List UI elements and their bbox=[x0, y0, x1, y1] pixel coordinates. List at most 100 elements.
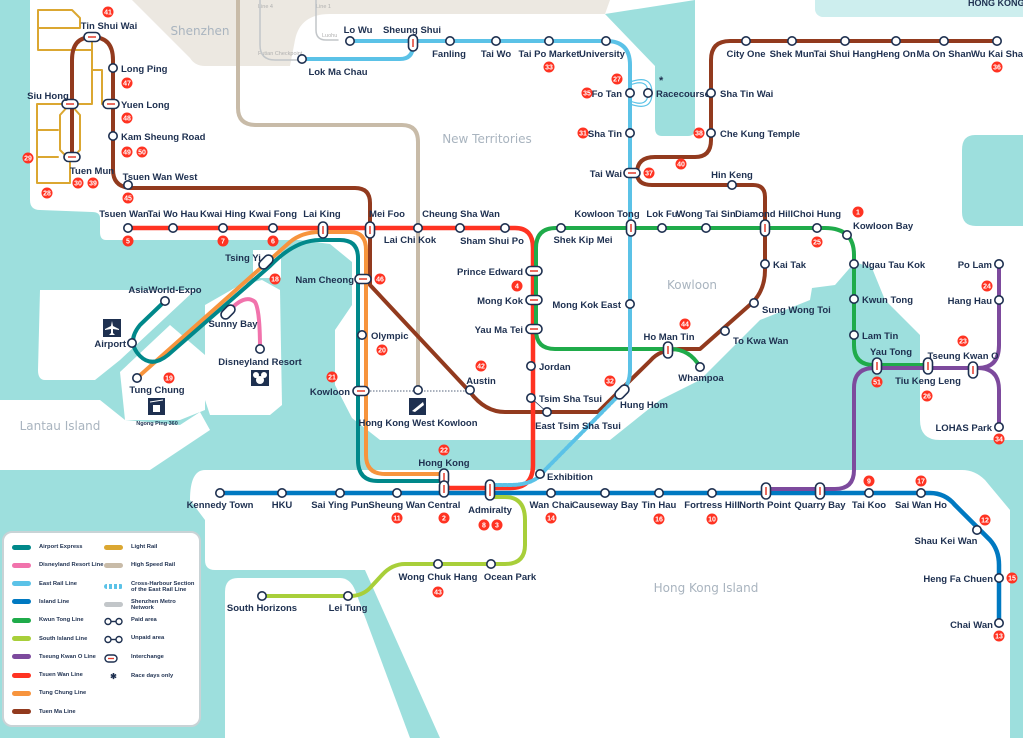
station-sheung-wan[interactable]: Sheung Wan bbox=[368, 487, 426, 511]
station-fanling[interactable]: Fanling bbox=[432, 35, 466, 60]
station-marker[interactable] bbox=[123, 223, 134, 234]
station-label[interactable]: Sha Tin Wai bbox=[720, 89, 773, 100]
station-marker[interactable] bbox=[525, 360, 536, 371]
station-asiaworld-expo[interactable]: AsiaWorld-Expo bbox=[128, 285, 202, 306]
station-jordan[interactable]: Jordan bbox=[525, 360, 571, 373]
station-north-point[interactable]: North Point bbox=[739, 482, 792, 511]
station-label[interactable]: Kennedy Town bbox=[187, 500, 254, 511]
station-label[interactable]: University bbox=[579, 49, 626, 60]
station-label[interactable]: Tsing Yi bbox=[225, 253, 261, 264]
station-marker[interactable] bbox=[168, 223, 179, 234]
station-marker[interactable] bbox=[267, 223, 278, 234]
station-marker[interactable] bbox=[786, 35, 797, 46]
station-heng-on[interactable]: Heng On bbox=[876, 35, 916, 60]
station-tai-po-market[interactable]: Tai Po Market bbox=[518, 35, 580, 60]
station-label[interactable]: Tai Shui Hang bbox=[814, 49, 877, 60]
station-kwun-tong[interactable]: Kwun Tong bbox=[848, 293, 913, 306]
station-label[interactable]: Diamond Hill bbox=[735, 209, 793, 220]
station-label[interactable]: Sung Wong Toi bbox=[762, 305, 831, 316]
station-label[interactable]: Shek Mun bbox=[770, 49, 815, 60]
station-marker[interactable] bbox=[160, 295, 171, 306]
station-sha-tin-wai[interactable]: Sha Tin Wai bbox=[705, 88, 774, 100]
station-tai-wo[interactable]: Tai Wo bbox=[481, 35, 511, 60]
station-tai-shui-hang[interactable]: Tai Shui Hang bbox=[814, 35, 877, 60]
station-tai-koo[interactable]: Tai Koo bbox=[852, 487, 886, 511]
station-marker[interactable] bbox=[839, 35, 850, 46]
station-label[interactable]: North Point bbox=[739, 500, 792, 511]
station-label[interactable]: Choi Hung bbox=[793, 209, 841, 220]
station-yau-tong[interactable]: Yau Tong bbox=[870, 347, 912, 375]
station-label[interactable]: Wong Chuk Hang bbox=[399, 572, 478, 583]
station-marker[interactable] bbox=[656, 223, 667, 234]
station-label[interactable]: Tai Wo Hau bbox=[148, 209, 199, 220]
station-marker[interactable] bbox=[993, 572, 1004, 583]
station-label[interactable]: Kowloon Tong bbox=[574, 209, 639, 220]
station-label[interactable]: Wan Chai bbox=[530, 500, 573, 511]
station-marker[interactable] bbox=[344, 35, 355, 46]
station-marker[interactable] bbox=[543, 35, 554, 46]
station-label[interactable]: Shek Kip Mei bbox=[553, 235, 612, 246]
station-city-one[interactable]: City One bbox=[726, 35, 766, 60]
station-cheung-sha-wan[interactable]: Cheung Sha Wan bbox=[422, 209, 500, 234]
station-tin-hau[interactable]: Tin Hau bbox=[642, 487, 677, 511]
station-lai-king[interactable]: Lai King bbox=[303, 209, 341, 239]
station-tai-wo-hau[interactable]: Tai Wo Hau bbox=[148, 209, 199, 234]
station-sham-shui-po[interactable]: Sham Shui Po bbox=[460, 223, 524, 247]
station-exhibition[interactable]: Exhibition bbox=[534, 468, 593, 483]
station-marker[interactable] bbox=[444, 35, 455, 46]
station-label[interactable]: Chai Wan bbox=[950, 620, 993, 631]
station-central[interactable]: Central bbox=[428, 480, 461, 511]
station-marker[interactable] bbox=[255, 343, 266, 354]
station-marker[interactable] bbox=[993, 294, 1004, 305]
station-label[interactable]: Whampoa bbox=[678, 373, 724, 384]
station-label[interactable]: Exhibition bbox=[547, 472, 593, 483]
station-label[interactable]: AsiaWorld-Expo bbox=[128, 285, 201, 296]
station-label[interactable]: East Tsim Sha Tsui bbox=[535, 421, 621, 432]
station-lai-chi-kok[interactable]: Lai Chi Kok bbox=[384, 223, 437, 246]
station-marker[interactable] bbox=[108, 62, 119, 73]
station-label[interactable]: Heng On bbox=[876, 49, 916, 60]
station-kam-sheung-road[interactable]: Kam Sheung Road bbox=[108, 131, 206, 143]
station-choi-hung[interactable]: Choi Hung bbox=[793, 209, 841, 234]
station-label[interactable]: Tseung Kwan O bbox=[927, 351, 998, 362]
station-sung-wong-toi[interactable]: Sung Wong Toi bbox=[748, 297, 831, 316]
station-marker[interactable] bbox=[218, 223, 229, 234]
station-marker[interactable] bbox=[256, 590, 267, 601]
station-hku[interactable]: HKU bbox=[272, 487, 293, 511]
station-label[interactable]: Quarry Bay bbox=[794, 500, 846, 511]
station-marker[interactable] bbox=[848, 258, 859, 269]
station-label[interactable]: Long Ping bbox=[121, 64, 168, 75]
station-admiralty[interactable]: Admiralty bbox=[468, 479, 513, 516]
station-marker[interactable] bbox=[334, 487, 345, 498]
station-mong-kok-east[interactable]: Mong Kok East bbox=[552, 298, 635, 311]
station-label[interactable]: Fo Tan bbox=[592, 89, 623, 100]
station-siu-hong[interactable]: Siu Hong bbox=[27, 91, 79, 110]
station-marker[interactable] bbox=[342, 590, 353, 601]
station-label[interactable]: Fanling bbox=[432, 49, 466, 60]
station-kowloon-bay[interactable]: Kowloon Bay bbox=[841, 221, 914, 241]
station-marker[interactable] bbox=[599, 487, 610, 498]
station-airport[interactable]: Airport bbox=[94, 337, 138, 350]
station-label[interactable]: LOHAS Park bbox=[936, 423, 993, 434]
station-label[interactable]: Tin Hau bbox=[642, 500, 677, 511]
station-tin-shui-wai[interactable]: Tin Shui Wai bbox=[81, 21, 137, 43]
station-label[interactable]: Disneyland Resort bbox=[218, 357, 302, 368]
station-marker[interactable] bbox=[993, 258, 1004, 269]
station-marker[interactable] bbox=[848, 329, 859, 340]
station-label[interactable]: City One bbox=[726, 49, 765, 60]
station-marker[interactable] bbox=[432, 558, 443, 569]
station-fo-tan[interactable]: Fo Tan bbox=[592, 88, 635, 100]
station-label[interactable]: Mei Foo bbox=[369, 209, 405, 220]
station-marker[interactable] bbox=[412, 384, 423, 395]
station-label[interactable]: Tiu Keng Leng bbox=[895, 376, 961, 387]
station-label[interactable]: Lei Tung bbox=[329, 603, 368, 614]
station-marker[interactable] bbox=[296, 53, 307, 64]
station-marker[interactable] bbox=[391, 487, 402, 498]
station-label[interactable]: Racecourse bbox=[656, 89, 710, 100]
station-label[interactable]: Airport bbox=[94, 339, 127, 350]
station-kowloon[interactable]: Kowloon bbox=[310, 385, 370, 399]
station-label[interactable]: Tin Shui Wai bbox=[81, 21, 137, 32]
station-south-horizons[interactable]: South Horizons bbox=[227, 590, 297, 614]
station-lohas-park[interactable]: LOHAS Park bbox=[936, 421, 1004, 434]
station-label[interactable]: Nam Cheong bbox=[295, 275, 354, 286]
